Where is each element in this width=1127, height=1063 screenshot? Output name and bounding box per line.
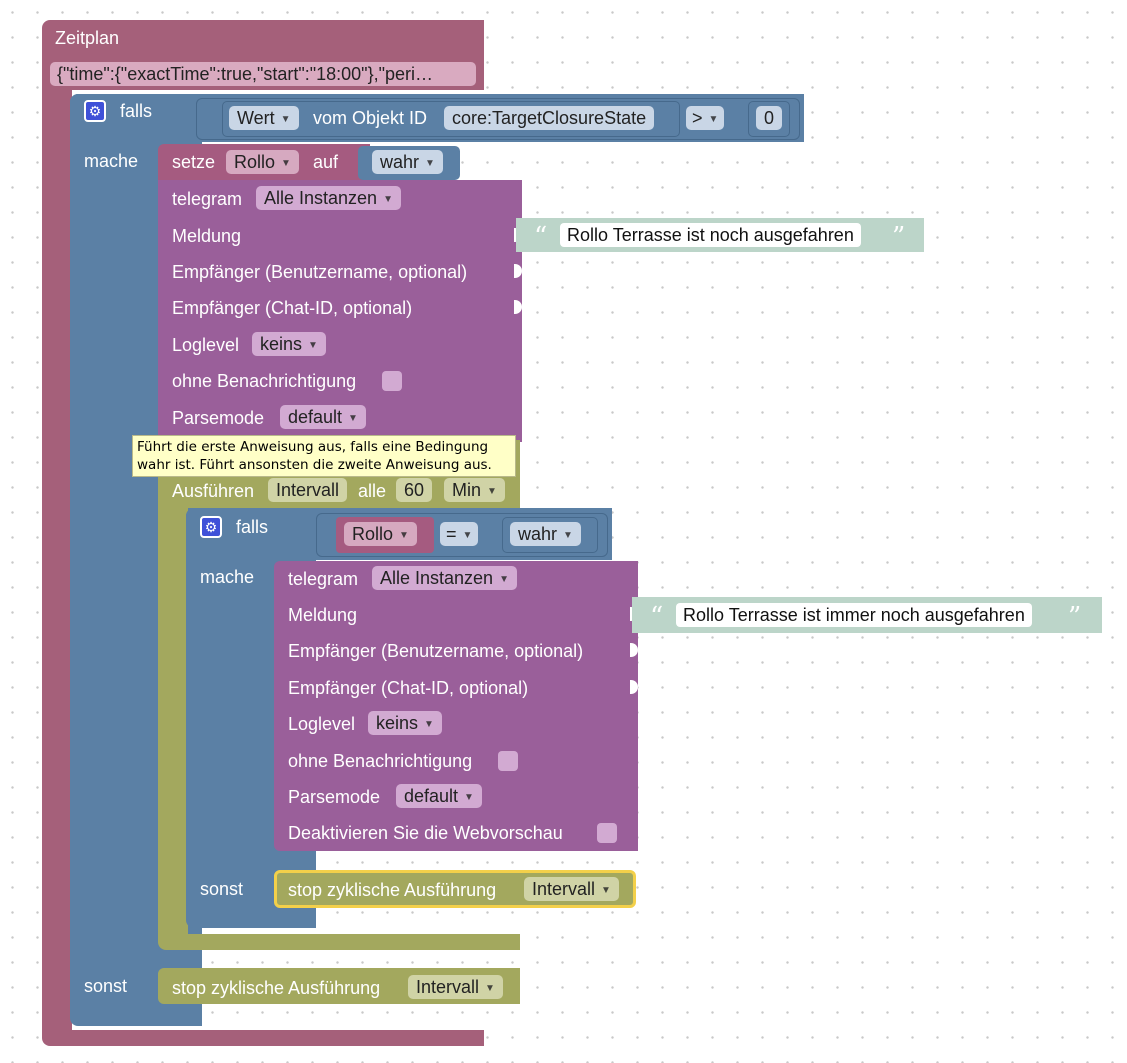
gear-icon[interactable]: ⚙: [84, 100, 106, 122]
every-label: alle: [358, 481, 387, 501]
recipient-user-socket[interactable]: [514, 264, 522, 278]
stop-interval-dropdown[interactable]: Intervall▼: [408, 975, 503, 999]
gear-icon[interactable]: ⚙: [200, 516, 222, 538]
boolean-dropdown[interactable]: wahr▼: [372, 150, 443, 174]
else-label: sonst: [200, 879, 244, 899]
disable-preview-checkbox[interactable]: [597, 823, 617, 843]
schedule-cron-field[interactable]: {"time":{"exactTime":true,"start":"18:00…: [50, 62, 476, 86]
interval-block-bottom: [158, 934, 520, 950]
recipient-chat-label: Empfänger (Chat-ID, optional): [172, 298, 413, 318]
parsemode-label: Parsemode: [288, 787, 381, 807]
stop-label: stop zyklische Ausführung: [172, 978, 381, 998]
boolean-dropdown[interactable]: wahr▼: [510, 522, 581, 546]
object-id-field[interactable]: core:TargetClosureState: [444, 106, 655, 130]
set-label: setze: [172, 152, 216, 172]
do-label: mache: [84, 151, 139, 171]
stop-label: stop zyklische Ausführung: [288, 880, 497, 900]
message-text-field[interactable]: Rollo Terrasse ist noch ausgefahren: [560, 223, 861, 247]
close-quote-icon: ”: [1068, 602, 1082, 632]
operator-dropdown[interactable]: =▼: [440, 522, 479, 546]
silent-checkbox[interactable]: [498, 751, 518, 771]
message-label: Meldung: [172, 226, 242, 246]
message-text-field[interactable]: Rollo Terrasse ist immer noch ausgefahre…: [676, 603, 1032, 627]
chevron-down-icon: ▼: [399, 530, 409, 541]
telegram-block[interactable]: [158, 180, 522, 442]
variable-dropdown[interactable]: Rollo▼: [226, 150, 299, 174]
telegram-label: telegram: [288, 569, 359, 589]
parsemode-label: Parsemode: [172, 408, 265, 428]
tooltip: Führt die erste Anweisung aus, falls ein…: [132, 435, 516, 477]
loglevel-label: Loglevel: [172, 335, 240, 355]
loglevel-dropdown[interactable]: keins▼: [368, 711, 442, 735]
schedule-title: Zeitplan: [55, 28, 120, 48]
chevron-down-icon: ▼: [308, 340, 318, 351]
chevron-down-icon: ▼: [425, 158, 435, 169]
recipient-chat-socket[interactable]: [630, 680, 638, 694]
chevron-down-icon: ▼: [281, 158, 291, 169]
variable-dropdown[interactable]: Rollo▼: [344, 522, 417, 546]
else-label: sonst: [84, 976, 128, 996]
parsemode-dropdown[interactable]: default▼: [396, 784, 482, 808]
chevron-down-icon: ▼: [280, 114, 291, 125]
chevron-down-icon: ▼: [563, 530, 573, 541]
open-quote-icon: “: [534, 222, 548, 252]
loglevel-label: Loglevel: [288, 714, 356, 734]
recipient-chat-socket[interactable]: [514, 300, 522, 314]
value-type-dropdown[interactable]: Wert▼: [229, 106, 299, 130]
telegram-instance-dropdown[interactable]: Alle Instanzen▼: [372, 566, 517, 590]
chevron-down-icon: ▼: [499, 574, 509, 585]
chevron-down-icon: ▼: [424, 719, 434, 730]
recipient-user-socket[interactable]: [630, 643, 638, 657]
chevron-down-icon: ▼: [462, 530, 473, 541]
telegram-label: telegram: [172, 189, 243, 209]
stop-interval-dropdown[interactable]: Intervall▼: [524, 877, 619, 901]
interval-block-spine: [158, 506, 188, 936]
silent-label: ohne Benachrichtigung: [172, 371, 357, 391]
interval-amount-field[interactable]: 60: [396, 478, 433, 502]
chevron-down-icon: ▼: [485, 983, 495, 994]
do-label: mache: [200, 567, 255, 587]
open-quote-icon: “: [650, 602, 664, 632]
schedule-block-spine: [42, 88, 72, 1034]
number-field[interactable]: 0: [756, 106, 783, 130]
close-quote-icon: ”: [892, 222, 906, 252]
interval-label: Ausführen: [172, 481, 255, 501]
message-label: Meldung: [288, 605, 358, 625]
disable-preview-label: Deaktivieren Sie die Webvorschau: [288, 823, 563, 843]
silent-label: ohne Benachrichtigung: [288, 751, 473, 771]
chevron-down-icon: ▼: [487, 486, 497, 497]
chevron-down-icon: ▼: [708, 114, 719, 125]
if-label: falls: [120, 101, 153, 121]
interval-unit-dropdown[interactable]: Min▼: [444, 478, 505, 502]
chevron-down-icon: ▼: [383, 194, 393, 205]
recipient-chat-label: Empfänger (Chat-ID, optional): [288, 678, 529, 698]
recipient-user-label: Empfänger (Benutzername, optional): [172, 262, 468, 282]
if-label: falls: [236, 517, 269, 537]
telegram-instance-dropdown[interactable]: Alle Instanzen▼: [256, 186, 401, 210]
interval-name-field[interactable]: Intervall: [268, 478, 348, 502]
operator-dropdown[interactable]: >▼: [686, 106, 725, 130]
recipient-user-label: Empfänger (Benutzername, optional): [288, 641, 584, 661]
loglevel-dropdown[interactable]: keins▼: [252, 332, 326, 356]
parsemode-dropdown[interactable]: default▼: [280, 405, 366, 429]
of-object-label: vom Objekt ID: [313, 108, 428, 128]
chevron-down-icon: ▼: [464, 792, 474, 803]
chevron-down-icon: ▼: [601, 885, 611, 896]
silent-checkbox[interactable]: [382, 371, 402, 391]
schedule-block-bottom: [42, 1030, 484, 1046]
chevron-down-icon: ▼: [348, 413, 358, 424]
to-label: auf: [313, 152, 339, 172]
